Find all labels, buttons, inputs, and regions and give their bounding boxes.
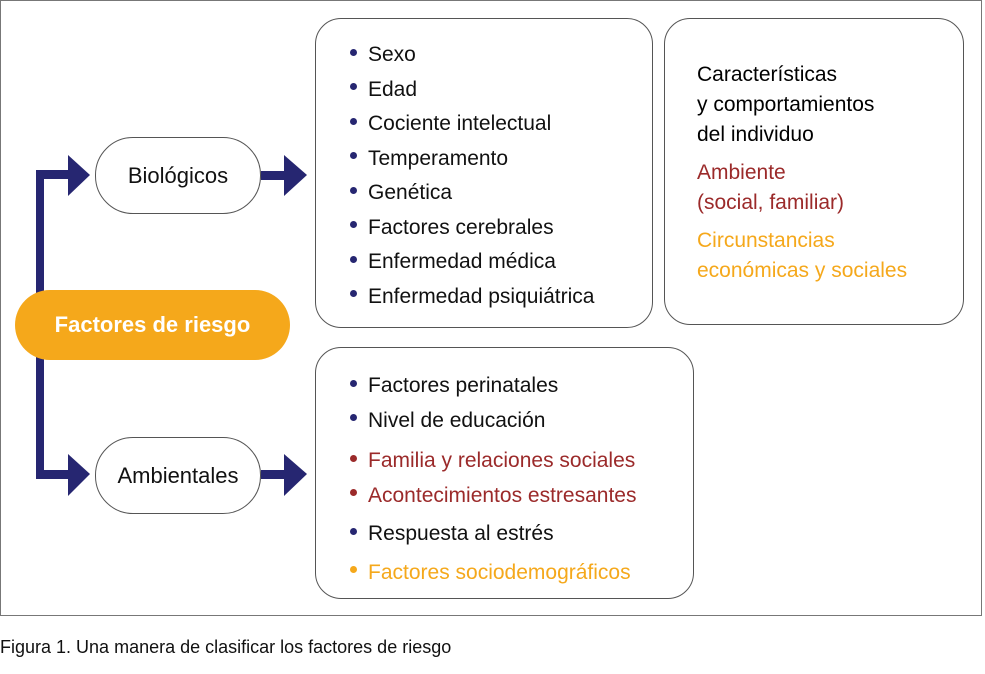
legend-text: Circunstancias — [697, 229, 835, 252]
node-label: Ambientales — [117, 462, 239, 488]
list-item: Edad — [350, 73, 652, 108]
list-item-text: Cociente intelectual — [368, 112, 552, 135]
list-item-text: Temperamento — [368, 146, 509, 170]
bullet-icon — [350, 489, 357, 497]
legend-circunstancias: Circunstancias económicas y sociales — [697, 226, 963, 286]
legend-text: Características — [697, 63, 838, 86]
list-item: Genética — [350, 176, 652, 211]
bullet-icon — [350, 379, 357, 387]
node-ambientales: Ambientales — [95, 437, 261, 514]
bullet-icon — [350, 221, 357, 229]
list-item-text: Genética — [368, 181, 453, 204]
bullet-icon — [350, 255, 357, 263]
legend-text: económicas y sociales — [697, 259, 908, 282]
list-item-text: Nivel de educación — [368, 408, 546, 432]
list-item: Factores perinatales — [350, 369, 693, 404]
list-item-text: Familia y relaciones sociales — [368, 449, 636, 472]
arrow-ambientales — [68, 454, 90, 496]
list-item: Familia y relaciones sociales — [350, 444, 693, 479]
legend-individuo: Características y comportamientos del in… — [697, 60, 963, 150]
list-item: Sexo — [350, 38, 652, 73]
bullet-icon — [350, 454, 357, 462]
list-item: Enfermedad psiquiátrica — [350, 280, 652, 315]
list-item-text: Enfermedad psiquiátrica — [368, 284, 595, 308]
legend-text: Ambiente — [697, 161, 786, 184]
caption-label: Figura 1. — [0, 637, 72, 657]
arrow-bio-list — [284, 155, 307, 196]
branch-line-top — [36, 170, 70, 179]
arrow-biologicos — [68, 155, 90, 196]
arrow-shaft-bio-list — [261, 171, 287, 180]
bullet-icon — [350, 527, 357, 535]
list-item: Respuesta al estrés — [350, 517, 693, 552]
legend-text: del individuo — [697, 123, 814, 146]
list-item-text: Respuesta al estrés — [368, 522, 554, 545]
caption-text: Una manera de clasificar los factores de… — [71, 637, 452, 657]
legend-box: Características y comportamientos del in… — [664, 18, 964, 325]
branch-line-bottom — [36, 470, 70, 479]
list-item-text: Factores cerebrales — [368, 215, 554, 239]
node-label: Biológicos — [127, 162, 229, 188]
list-item: Factores cerebrales — [350, 211, 652, 246]
bullet-icon — [350, 290, 357, 298]
list-item: Enfermedad médica — [350, 245, 652, 280]
bullet-icon — [350, 48, 357, 56]
figure-caption: Figura 1. Una manera de clasificar los f… — [0, 637, 451, 658]
bullet-icon — [350, 117, 357, 125]
legend-text: y comportamientos — [697, 93, 875, 116]
arrow-amb-list — [284, 454, 307, 496]
list-item-text: Edad — [368, 77, 418, 101]
list-item: Cociente intelectual — [350, 107, 652, 142]
list-item-text: Factores sociodemográficos — [368, 560, 631, 584]
list-item-text: Enfermedad médica — [368, 250, 556, 273]
root-node: Factores de riesgo — [15, 290, 290, 360]
bullet-icon — [350, 83, 357, 91]
bullet-icon — [350, 152, 357, 160]
bullet-icon — [350, 186, 357, 194]
figure-frame — [0, 0, 982, 616]
list-item: Temperamento — [350, 142, 652, 177]
list-item-text: Factores perinatales — [368, 374, 559, 397]
node-biologicos: Biológicos — [95, 137, 261, 214]
list-item: Nivel de educación — [350, 404, 693, 439]
list-item-text: Sexo — [368, 43, 416, 66]
bullet-icon — [350, 414, 357, 422]
list-item: Factores sociodemográficos — [350, 556, 693, 591]
legend-text: (social, familiar) — [697, 191, 845, 214]
list-item: Acontecimientos estresantes — [350, 479, 693, 514]
bullet-icon — [350, 566, 357, 574]
root-label: Factores de riesgo — [54, 312, 251, 337]
arrow-shaft-amb-list — [261, 470, 287, 479]
legend-ambiente: Ambiente (social, familiar) — [697, 158, 963, 218]
list-item-text: Acontecimientos estresantes — [368, 483, 637, 507]
